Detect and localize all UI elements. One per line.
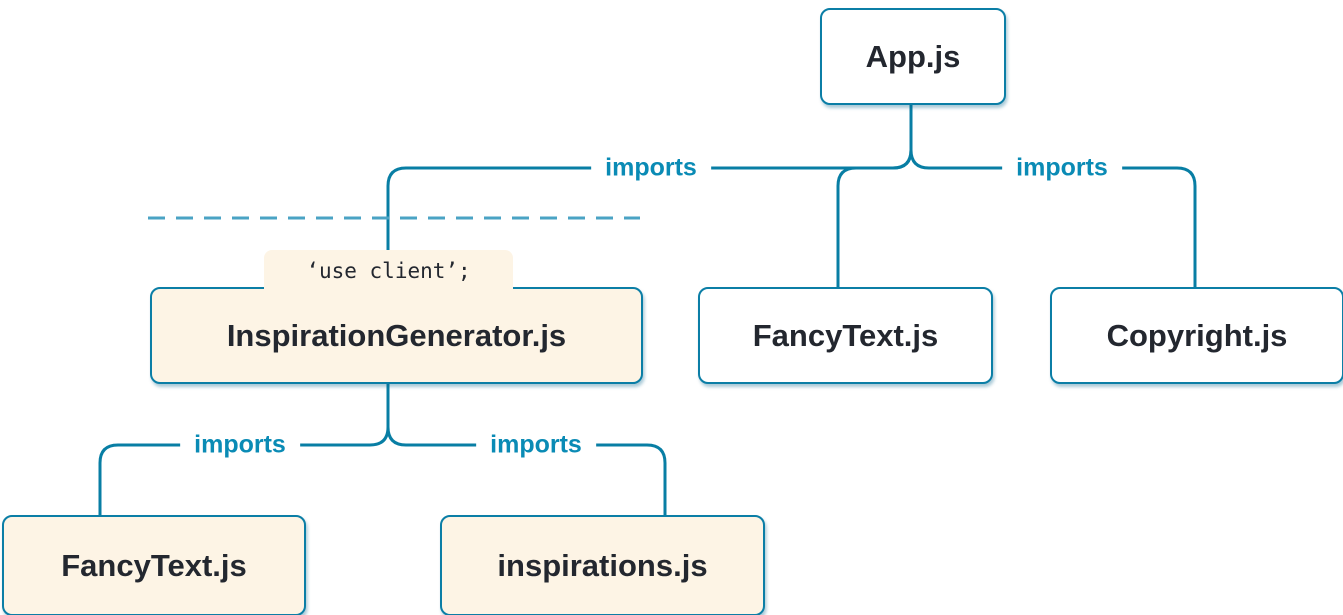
node-fancy-text-bottom-label: FancyText.js [61,547,247,583]
node-inspirations: inspirations.js [440,515,765,615]
node-fancy-text-top-label: FancyText.js [752,317,939,353]
node-copyright-label: Copyright.js [1106,317,1288,353]
edge-label-imports-app-inspirationgenerator: imports [591,151,711,185]
edge-app-to-fancytext-line [836,101,913,287]
node-copyright: Copyright.js [1050,287,1343,384]
node-app: App.js [820,8,1006,105]
node-inspiration-generator-label: InspirationGenerator.js [226,317,567,353]
edge-label-imports-app-copyright: imports [1002,151,1122,185]
use-client-directive: ‘use client’; [264,250,513,291]
edge-app-to-copyright-line [909,101,1197,287]
node-inspirations-label: inspirations.js [497,547,708,583]
edge-label-imports-inspirationgenerator-fancytext: imports [180,428,300,462]
edge-label-imports-inspirationgenerator-inspirations: imports [476,428,596,462]
node-fancy-text-top: FancyText.js [698,287,993,384]
node-app-label: App.js [865,38,961,74]
node-inspiration-generator: InspirationGenerator.js [150,287,643,384]
node-fancy-text-bottom: FancyText.js [2,515,306,615]
